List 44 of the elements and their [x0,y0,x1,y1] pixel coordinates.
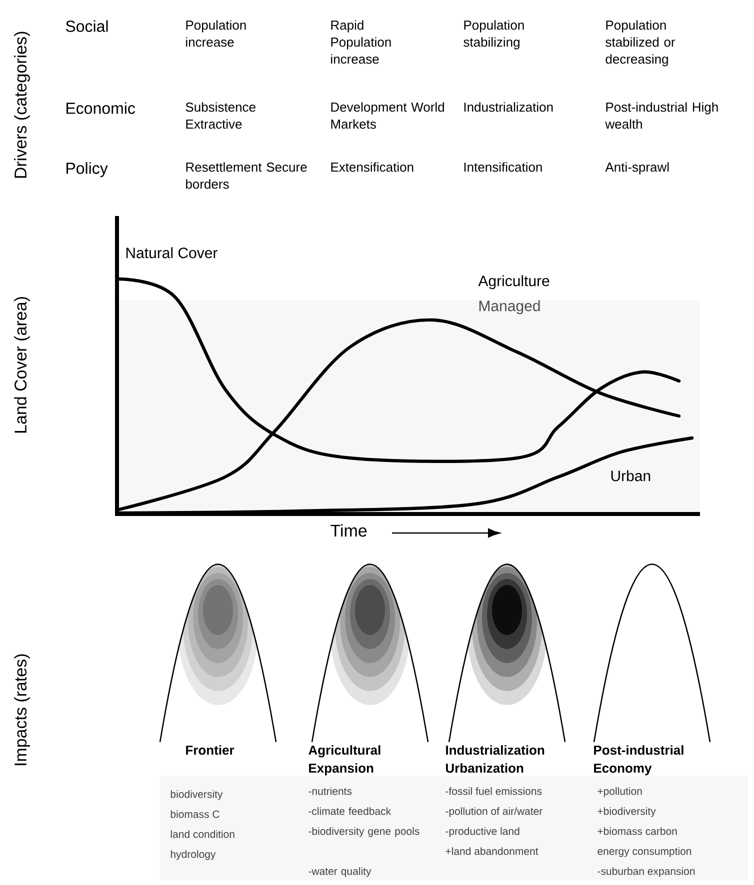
impact-item: hydrology [170,850,216,860]
table-cell: Industrialization [464,102,553,112]
impact-item: biomass C [170,810,220,818]
axis-title: Time [330,524,367,537]
impact-item: energy consumption [598,847,692,857]
impact-item: +pollution [598,787,642,797]
phase-heading: Industrialization Urbanization [446,745,544,773]
table-cell: Population stabilizing [464,20,524,50]
table-cell: Anti-sprawl [605,162,669,174]
impact-item: -productive land [446,827,520,837]
curve-label: Natural Cover [126,247,218,258]
impact-item: -biodiversity gene pools [308,827,420,837]
axis-title: Land Cover (area) [14,297,30,433]
table-cell: Population increase [186,20,246,47]
axis-title: Impacts (rates) [14,654,30,766]
table-cell: Rapid Population increase [331,20,391,64]
table-cell: Post-industrial High wealth [605,102,718,129]
table-cell: Development World Markets [331,102,444,129]
impact-item: -fossil fuel emissions [446,787,542,795]
curve-label: Managed [479,300,540,314]
phase-heading: Post-industrial Economy [594,745,684,776]
row-label: Social [66,20,108,32]
phase-heading: Agricultural Expansion [308,745,380,776]
table-cell: Subsistence Extractive [186,102,256,129]
phase-heading: Frontier [186,745,234,755]
impact-item: -nutrients [308,787,352,795]
impact-item: -suburban expansion [598,867,695,877]
impact-item: -climate feedback [308,807,392,815]
table-cell: Resettlement Secure borders [186,162,307,189]
impact-item: +biodiversity [598,807,656,817]
axis-title: Drivers (categories) [14,32,30,178]
row-label: Economic [66,102,136,114]
row-label: Policy [66,162,108,178]
curve-label: Agriculture [478,275,550,290]
impact-item: +biomass carbon [598,827,677,835]
impact-item: +land abandonment [446,847,538,855]
table-cell: Population stabilized or decreasing [606,20,676,66]
impact-item: -water quality [308,867,372,877]
impact-item: land condition [170,830,234,838]
table-cell: Extensification [331,162,414,172]
table-cell: Intensification [464,162,542,172]
curve-label: Urban [611,470,650,482]
impact-item: -pollution of air/water [446,807,542,817]
impact-item: biodiversity [170,790,223,800]
